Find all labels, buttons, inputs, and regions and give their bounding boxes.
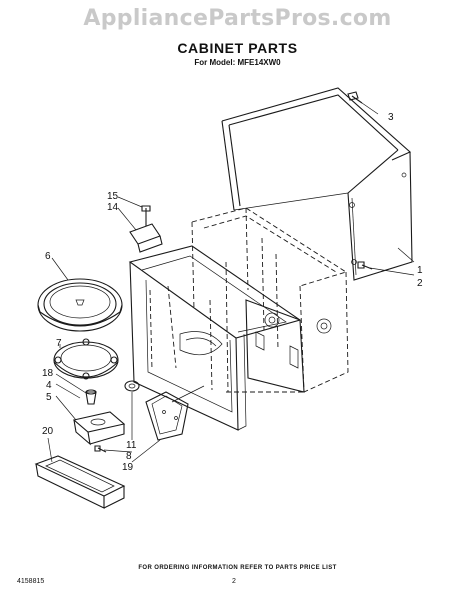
- motor-screw: [94, 445, 107, 453]
- callout-8: 8: [126, 451, 132, 462]
- callout-5: 5: [46, 392, 52, 403]
- callout-3: 3: [388, 112, 394, 123]
- inner-chassis: [191, 207, 349, 393]
- turntable-motor: [72, 411, 126, 446]
- watermark: AppliancePartsPros.com: [83, 6, 392, 31]
- callout-labels: 3 1 2 15 14 6 7 18 4 5 20 11 8 19: [42, 112, 423, 473]
- front-frame: [128, 245, 332, 431]
- roller-ring: [53, 338, 119, 380]
- glass-tray: [37, 278, 123, 332]
- callout-15: 15: [107, 191, 119, 202]
- page-number: 2: [232, 578, 236, 585]
- callout-6: 6: [45, 251, 51, 262]
- callout-4: 4: [46, 380, 52, 391]
- top-bracket: [129, 205, 163, 253]
- callout-1: 1: [417, 265, 423, 276]
- coupler: [85, 389, 97, 405]
- document-number: 4158815: [17, 578, 45, 585]
- bushing: [124, 380, 140, 392]
- leader-lines: [47, 102, 415, 463]
- model-subtitle: For Model: MFE14XW0: [194, 58, 281, 67]
- callout-18: 18: [42, 368, 54, 379]
- callout-2: 2: [417, 278, 423, 289]
- outer-cabinet-wrapper: [221, 87, 413, 281]
- cover-plate: [145, 391, 189, 441]
- ordering-note: FOR ORDERING INFORMATION REFER TO PARTS …: [138, 565, 337, 571]
- callout-19: 19: [122, 462, 134, 473]
- callout-11: 11: [126, 440, 137, 451]
- page-title: CABINET PARTS: [177, 40, 298, 56]
- rear-screws: [357, 261, 373, 270]
- top-screw: [347, 91, 363, 104]
- callout-7: 7: [56, 338, 62, 349]
- callout-14: 14: [107, 202, 119, 213]
- callout-20: 20: [42, 426, 54, 437]
- base-cover: [34, 455, 126, 509]
